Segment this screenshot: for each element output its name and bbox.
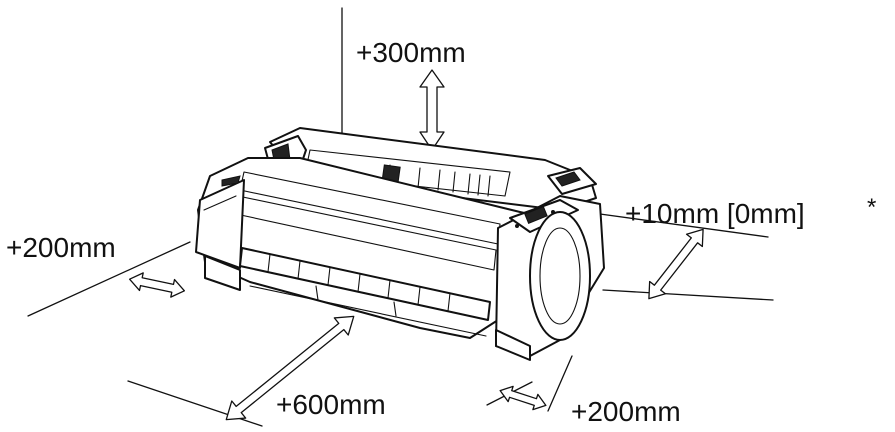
printer-icon [195, 127, 605, 361]
right-clearance-line-top [599, 213, 769, 238]
double-arrow-icon [225, 315, 355, 421]
footnote-mark: * [867, 194, 876, 221]
double-arrow-icon [419, 69, 445, 151]
back-clearance-line-right [547, 355, 573, 412]
right-clearance-line-bottom [602, 289, 774, 301]
top-clearance-label: +300mm [356, 37, 466, 68]
double-arrow-icon [499, 385, 547, 411]
right-clearance-label: +10mm [0mm] [625, 198, 805, 229]
double-arrow-icon [648, 228, 704, 300]
back-clearance-label: +200mm [571, 396, 681, 427]
left-clearance-label: +200mm [6, 232, 116, 263]
left-clearance-line [27, 241, 191, 317]
front-clearance-label: +600mm [276, 389, 386, 420]
double-arrow-icon [128, 272, 186, 298]
output-tray-ribs [267, 253, 451, 312]
